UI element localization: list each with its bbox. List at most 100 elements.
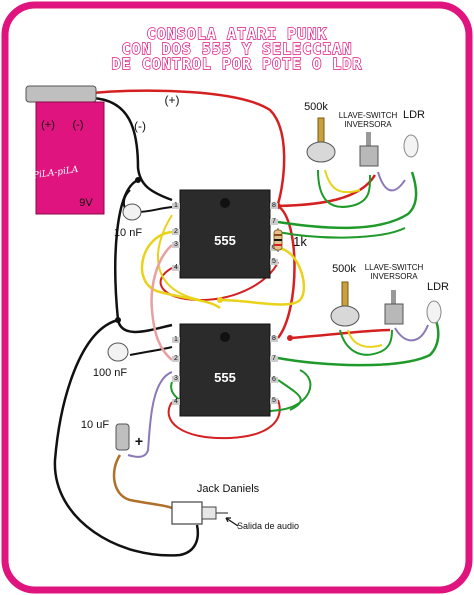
junction-dot (115, 317, 121, 323)
chip-pin (172, 242, 180, 248)
capacitor-label: 100 nF (93, 367, 128, 379)
pin-number: 3 (174, 375, 178, 382)
chip-pin (172, 265, 180, 271)
pot-body (330, 305, 360, 327)
jack-sleeve (201, 506, 217, 520)
wire-cap2 (129, 346, 173, 356)
audio-arrow (225, 517, 239, 527)
wire-yellow-2 (219, 246, 306, 306)
wire-negative (91, 96, 173, 202)
switch-label-line1: LLAVE-SWITCH (339, 111, 398, 120)
ldr-body (426, 300, 442, 324)
pin-number: 4 (174, 264, 178, 271)
capacitor-label: 10 nF (114, 227, 142, 239)
pin-number: 7 (272, 355, 276, 362)
wire-minus-label: (-) (134, 119, 146, 133)
resistor-label: 1k (293, 234, 307, 249)
wire-green-1 (277, 171, 418, 230)
chip-label: 555 (214, 370, 236, 385)
battery-plus-label: (+) (41, 119, 55, 131)
switch-lever (366, 132, 371, 146)
pin-number: 7 (272, 218, 276, 225)
capacitor-body (107, 342, 129, 362)
pot-shaft (341, 281, 349, 307)
wire-purple-ldr2 (394, 324, 429, 342)
capacitor-10uf: 10 uF + (81, 419, 143, 451)
ldr-top: LDR (403, 109, 425, 158)
ldr-label: LDR (403, 109, 425, 121)
wire-yellow-pot2 (347, 329, 383, 348)
pin-number: 2 (174, 228, 178, 235)
capacitor-100nf: 100 nF (93, 342, 129, 379)
pin-number: 6 (272, 376, 276, 383)
pin-number: 8 (272, 202, 276, 209)
wire-green-1b (277, 227, 406, 239)
pot-shaft (317, 117, 325, 143)
jack-body (171, 501, 203, 525)
battery-minus-label: (-) (73, 119, 84, 131)
jack-label: Jack Daniels (197, 483, 260, 495)
wire-pink (150, 244, 173, 361)
wire-yellow-3 (156, 214, 201, 301)
chip-555-top: 555 1 2 3 4 8 7 6 5 (172, 189, 278, 279)
pin-number: 8 (272, 335, 276, 342)
wire-cap1 (137, 206, 173, 213)
junction-dot (287, 335, 293, 341)
pin-number: 4 (174, 398, 178, 405)
wire-reset2 (167, 399, 281, 440)
ldr-label: LDR (427, 281, 449, 293)
chip-pins-left (172, 203, 180, 271)
capacitor-body (115, 423, 130, 451)
wire-green-2b (277, 379, 302, 411)
title-line-3: DE CONTROL POR POTE O LDR (112, 55, 363, 73)
chip-pins-left (172, 337, 180, 405)
chip-pin (172, 376, 180, 382)
wire-green-pot1 (317, 169, 371, 208)
pot-500k-bottom: 500k (330, 263, 360, 327)
switch-body (384, 303, 404, 325)
pot-label: 500k (332, 263, 356, 275)
chip-pin (270, 219, 278, 225)
pin-number: 5 (272, 258, 276, 265)
switch-lever (391, 290, 396, 304)
pot-500k-top: 500k (304, 101, 336, 163)
chip-notch (220, 198, 230, 208)
wire-vcc-chips (277, 204, 296, 339)
battery: (+) (-) PiLA-piLA 9V (25, 85, 105, 215)
chip-pin (270, 377, 278, 383)
switch-label-line2: INVERSORA (370, 272, 418, 281)
pin-number: 1 (174, 202, 178, 209)
battery-voltage: 9V (79, 197, 93, 209)
ldr-bottom: LDR (426, 281, 449, 324)
resistor-band (274, 244, 282, 246)
chip-notch (220, 332, 230, 342)
chip-pins-right (270, 336, 278, 404)
chip-pin (270, 336, 278, 342)
pot-label: 500k (304, 101, 328, 113)
title-line-1: CONSOLA ATARI PUNK (147, 25, 328, 43)
pin-number: 5 (272, 397, 276, 404)
resistor-band (274, 234, 282, 236)
chip-pin (172, 203, 180, 209)
chip-label: 555 (214, 233, 236, 248)
junction-dot (135, 177, 141, 183)
resistor-1k: 1k (273, 228, 307, 252)
pin-number: 2 (174, 355, 178, 362)
wire-vcc-switch2 (289, 328, 391, 340)
capacitor-label: 10 uF (81, 419, 109, 431)
audio-out-label: Salida de audio (237, 521, 299, 531)
wire-ground-jack (53, 318, 199, 557)
chip-pin (172, 399, 180, 405)
wire-green-2 (277, 317, 440, 367)
capacitor-body (122, 203, 142, 221)
ldr-body (403, 134, 419, 158)
chip-pin (172, 229, 180, 235)
wire-purple-ldr1 (377, 171, 406, 192)
wire-yellow-pot1 (324, 169, 361, 194)
wire-plus-label: (+) (165, 93, 180, 107)
switch-label-line2: INVERSORA (344, 120, 392, 129)
wire-yellow-1 (140, 230, 221, 310)
audio-arrow-head (225, 517, 231, 523)
